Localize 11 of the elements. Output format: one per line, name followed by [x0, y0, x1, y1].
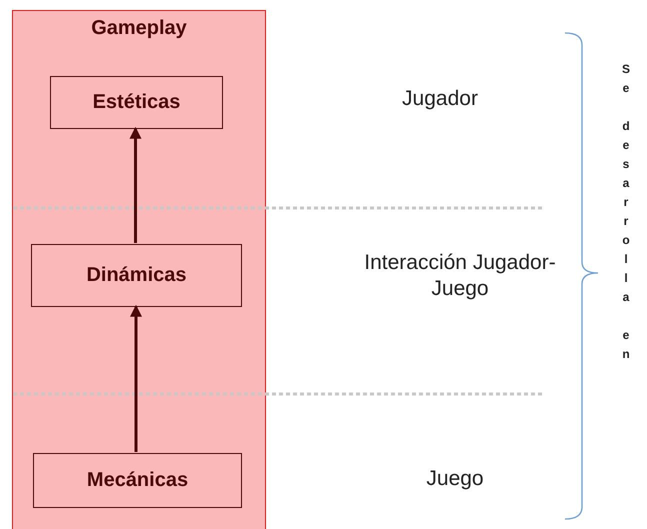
text-label: Interacción Jugador-Juego	[363, 250, 557, 302]
group-panel	[12, 10, 266, 529]
arrow	[130, 126, 142, 243]
text-label: Jugador	[401, 86, 479, 112]
process-box: Estéticas	[50, 76, 223, 129]
arrow	[130, 304, 142, 452]
vertical-text: Se desarrolla en	[620, 62, 632, 366]
process-box: Mecánicas	[33, 453, 242, 508]
group-title: Gameplay	[91, 17, 187, 40]
process-box: Dinámicas	[31, 244, 242, 307]
text-label: Juego	[425, 466, 485, 492]
